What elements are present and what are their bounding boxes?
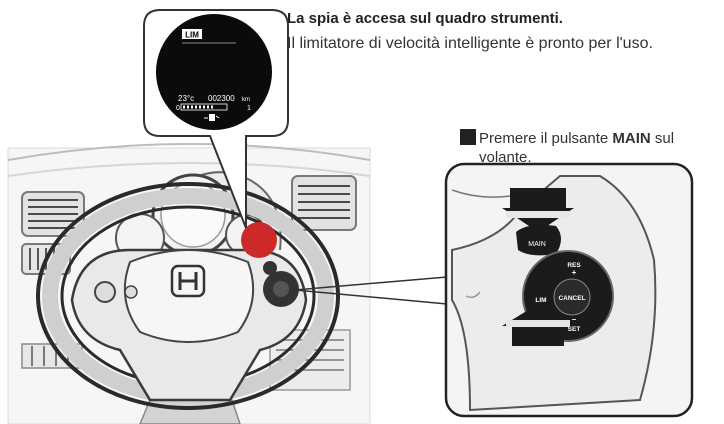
right-air-vent (291, 175, 357, 231)
display-odometer-unit: km (242, 97, 250, 103)
switch-panel-callout: MAIN CANCEL RES + LIM – SET (444, 162, 694, 418)
res-plus-label: + (572, 268, 577, 277)
set-button-label: SET (568, 326, 581, 333)
press-arrow-up-icon (502, 304, 574, 346)
display-callout: LIM 23°c 002300 km 0 1 (143, 9, 289, 229)
res-button-label: RES (567, 262, 581, 269)
display-gauge-max: 1 (247, 105, 251, 112)
fuel-pump-icon (204, 114, 220, 121)
display-gauge-min: 0 (176, 105, 180, 112)
main-button-label: MAIN (528, 241, 546, 248)
press-arrow-down-icon (502, 188, 574, 232)
display-lim-label: LIM (185, 31, 199, 40)
callout-description: Il limitatore di velocità intelligente è… (287, 35, 653, 52)
step-bullet-icon (460, 129, 476, 145)
step-instruction-prefix: Premere il pulsante (479, 130, 613, 147)
set-minus-label: – (572, 315, 577, 324)
lim-button-label: LIM (535, 297, 546, 304)
indicator-highlight (241, 222, 277, 258)
step-instruction-main-keyword: MAIN (612, 130, 651, 147)
callout-title: La spia è accesa sul quadro strumenti. (287, 10, 563, 27)
steering-wheel (36, 182, 340, 410)
display-odometer: 002300 (208, 94, 235, 103)
step-instruction: Premere il pulsante MAIN sul volante. (479, 129, 724, 167)
display-temperature: 23°c (178, 94, 194, 103)
step-instruction-suffix: sul volante. (479, 130, 675, 166)
brand-logo (170, 264, 206, 298)
cancel-button-label: CANCEL (558, 295, 585, 302)
